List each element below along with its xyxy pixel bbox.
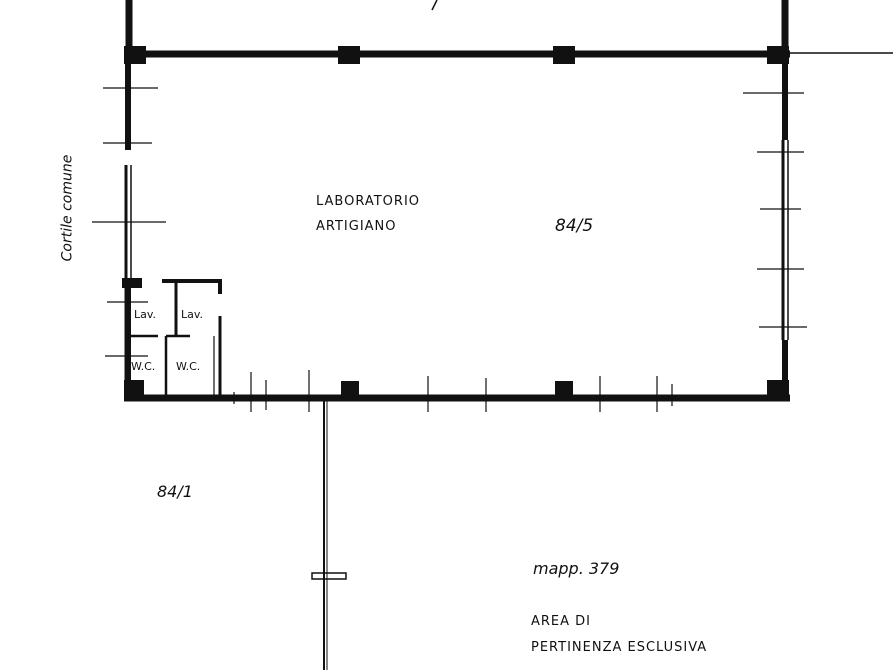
- courtyard-label: Cortile comune: [59, 154, 76, 262]
- room-name-line1: LABORATORIO: [316, 194, 421, 209]
- pillar: [555, 381, 573, 399]
- pillar: [338, 46, 360, 64]
- upper-mark: [431, 0, 438, 11]
- area-label-line1: AREA DI: [531, 614, 592, 629]
- wc-right-label: W.C.: [176, 360, 201, 373]
- pillar: [767, 46, 789, 64]
- pillars: [122, 46, 789, 400]
- boundary-line: [311, 398, 347, 670]
- pillar: [341, 381, 359, 399]
- room-name-line2: ARTIGIANO: [316, 219, 397, 234]
- pillar: [553, 46, 575, 64]
- wc-left-label: W.C.: [131, 360, 156, 373]
- sink-left-label: Lav.: [134, 308, 157, 321]
- toilet-block: [128, 279, 222, 398]
- pillar: [124, 46, 146, 64]
- pillar: [122, 278, 142, 288]
- pillar: [767, 380, 789, 400]
- pillar: [124, 380, 144, 400]
- sink-right-label: Lav.: [181, 308, 204, 321]
- window-marks: [92, 87, 807, 412]
- area-label-line2: PERTINENZA ESCLUSIVA: [531, 640, 708, 655]
- parcel-main-label: 84/5: [555, 216, 594, 236]
- parcel-side-label: 84/1: [157, 482, 193, 501]
- mapp-label: mapp. 379: [533, 559, 620, 578]
